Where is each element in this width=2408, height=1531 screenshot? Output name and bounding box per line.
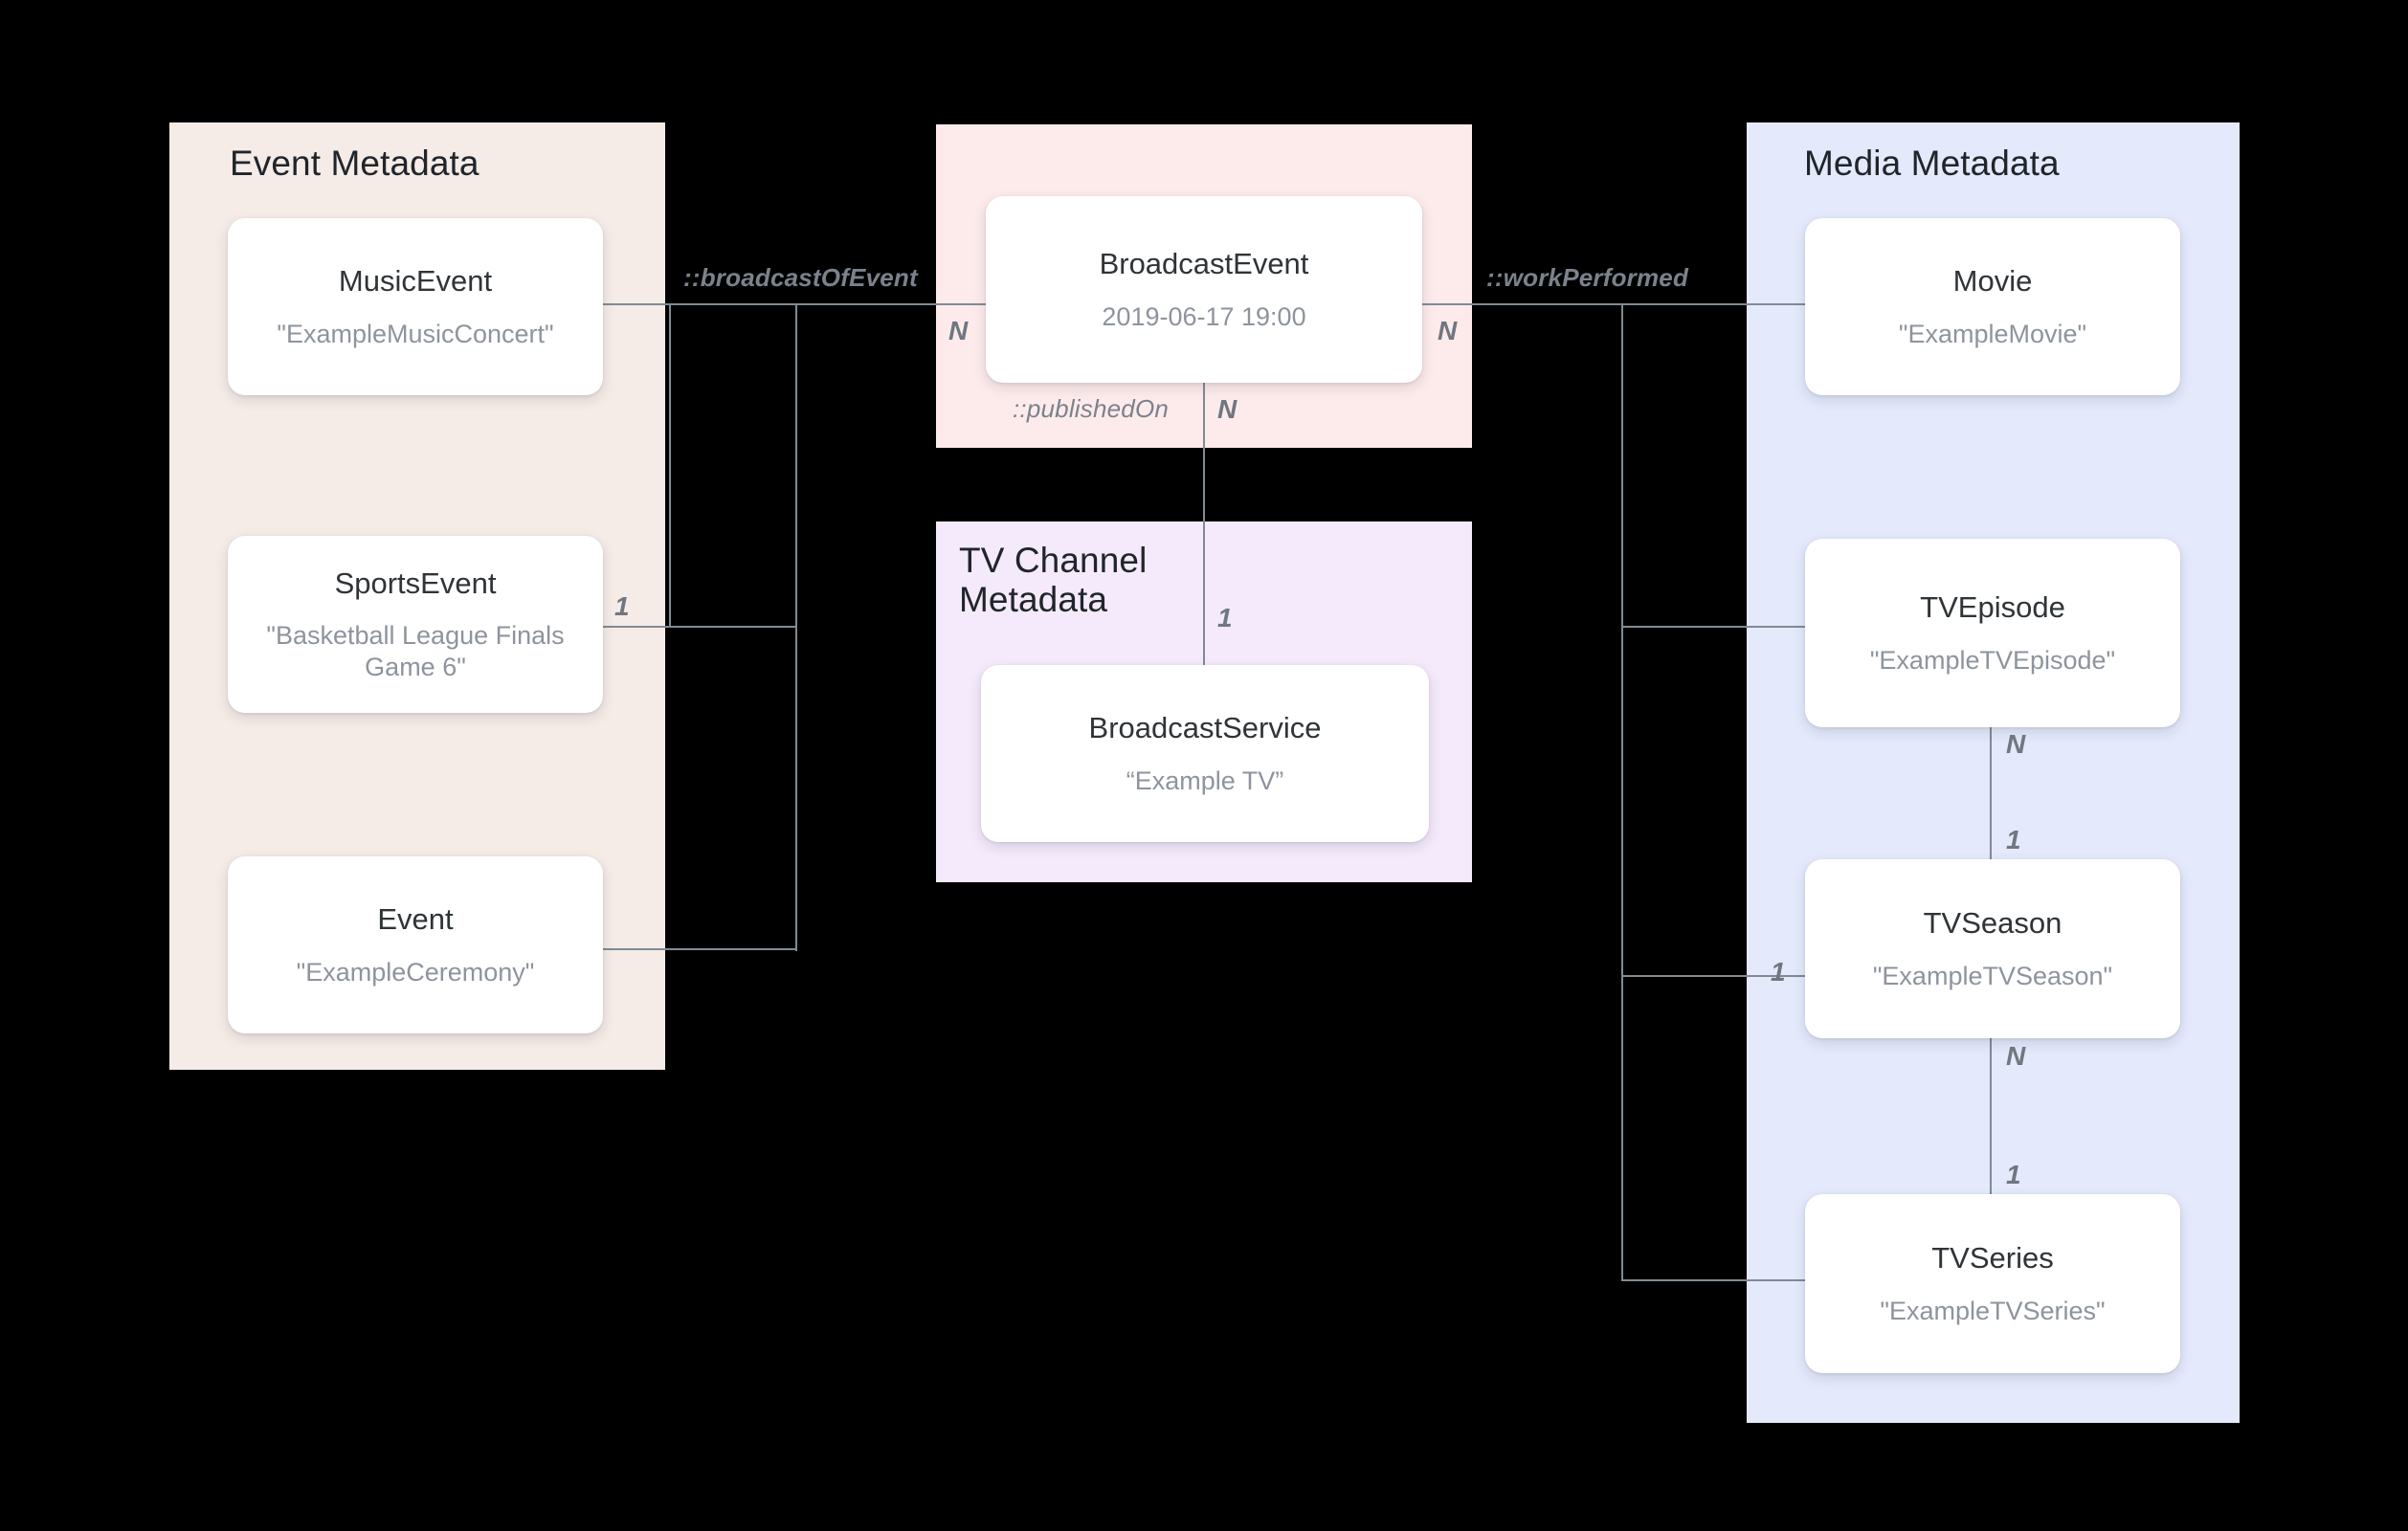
- cardinality-episode-season-n: N: [2006, 729, 2026, 759]
- node-title: BroadcastService: [1088, 711, 1322, 745]
- node-value: “Example TV”: [1126, 766, 1284, 795]
- node-title: Movie: [1952, 264, 2033, 299]
- line-event-panel-stub: [669, 303, 671, 627]
- node-music-event[interactable]: MusicEvent "ExampleMusicConcert": [228, 218, 603, 395]
- panel-title-media-metadata: Media Metadata: [1804, 144, 2060, 183]
- cardinality-broadcast-of-event-n: N: [948, 316, 969, 345]
- line-tvseason-to-tvseries: [1990, 1038, 1992, 1220]
- node-value: "ExampleTVSeries": [1880, 1296, 2106, 1325]
- panel-title-tv-channel-metadata: TV Channel Metadata: [959, 541, 1148, 620]
- node-value: "Basketball League Finals Game 6": [266, 621, 565, 682]
- line-tvepisode-to-tvseason: [1990, 727, 1992, 909]
- cardinality-season-series-1: 1: [2006, 1160, 2021, 1189]
- edge-label-published-on: ::publishedOn: [1013, 394, 1170, 423]
- line-sportsevent-to-bus: [603, 626, 797, 628]
- node-broadcast-event[interactable]: BroadcastEvent 2019-06-17 19:00: [986, 196, 1422, 383]
- node-sports-event[interactable]: SportsEvent "Basketball League Finals Ga…: [228, 536, 603, 713]
- node-title: TVSeries: [1931, 1241, 2054, 1276]
- line-broadcastevent-to-movie: [1422, 303, 1805, 305]
- node-broadcast-service[interactable]: BroadcastService “Example TV”: [981, 665, 1429, 842]
- node-value: "ExampleMovie": [1898, 319, 2087, 348]
- line-bus-to-tvseason: [1621, 975, 1805, 977]
- line-media-bus-vertical: [1621, 303, 1623, 1281]
- node-value: "ExampleCeremony": [296, 957, 535, 987]
- node-tv-season[interactable]: TVSeason "ExampleTVSeason": [1805, 859, 2180, 1038]
- node-tv-series[interactable]: TVSeries "ExampleTVSeries": [1805, 1194, 2180, 1373]
- node-value: "ExampleMusicConcert": [277, 319, 554, 348]
- cardinality-season-series-n: N: [2006, 1041, 2026, 1071]
- panel-title-event-metadata: Event Metadata: [230, 144, 479, 183]
- node-value: "ExampleTVSeason": [1872, 961, 2113, 990]
- node-title: SportsEvent: [334, 566, 497, 600]
- cardinality-episode-season-1: 1: [2006, 825, 2021, 854]
- node-value: "ExampleTVEpisode": [1869, 645, 2116, 675]
- cardinality-published-on-n: N: [1217, 394, 1237, 424]
- line-bus-to-tvseries: [1621, 1279, 1805, 1281]
- line-bus-to-tvepisode: [1621, 626, 1805, 628]
- node-title: MusicEvent: [338, 264, 493, 299]
- node-title: Event: [377, 902, 454, 937]
- cardinality-work-performed-1: 1: [1771, 957, 1786, 987]
- node-tv-episode[interactable]: TVEpisode "ExampleTVEpisode": [1805, 539, 2180, 727]
- node-event[interactable]: Event "ExampleCeremony": [228, 856, 603, 1033]
- cardinality-work-performed-n: N: [1438, 316, 1458, 345]
- node-title: TVSeason: [1923, 906, 2062, 941]
- edge-label-work-performed: ::workPerformed: [1486, 263, 1689, 292]
- line-publishedon-vertical: [1203, 383, 1205, 665]
- node-movie[interactable]: Movie "ExampleMovie": [1805, 218, 2180, 395]
- edge-label-broadcast-of-event: ::broadcastOfEvent: [683, 263, 918, 292]
- cardinality-published-on-1: 1: [1217, 603, 1233, 632]
- node-value: 2019-06-17 19:00: [1102, 301, 1306, 331]
- cardinality-broadcast-of-event-1: 1: [614, 591, 630, 621]
- node-title: BroadcastEvent: [1099, 247, 1309, 281]
- node-title: TVEpisode: [1920, 590, 2065, 625]
- line-event-to-bus: [603, 948, 797, 950]
